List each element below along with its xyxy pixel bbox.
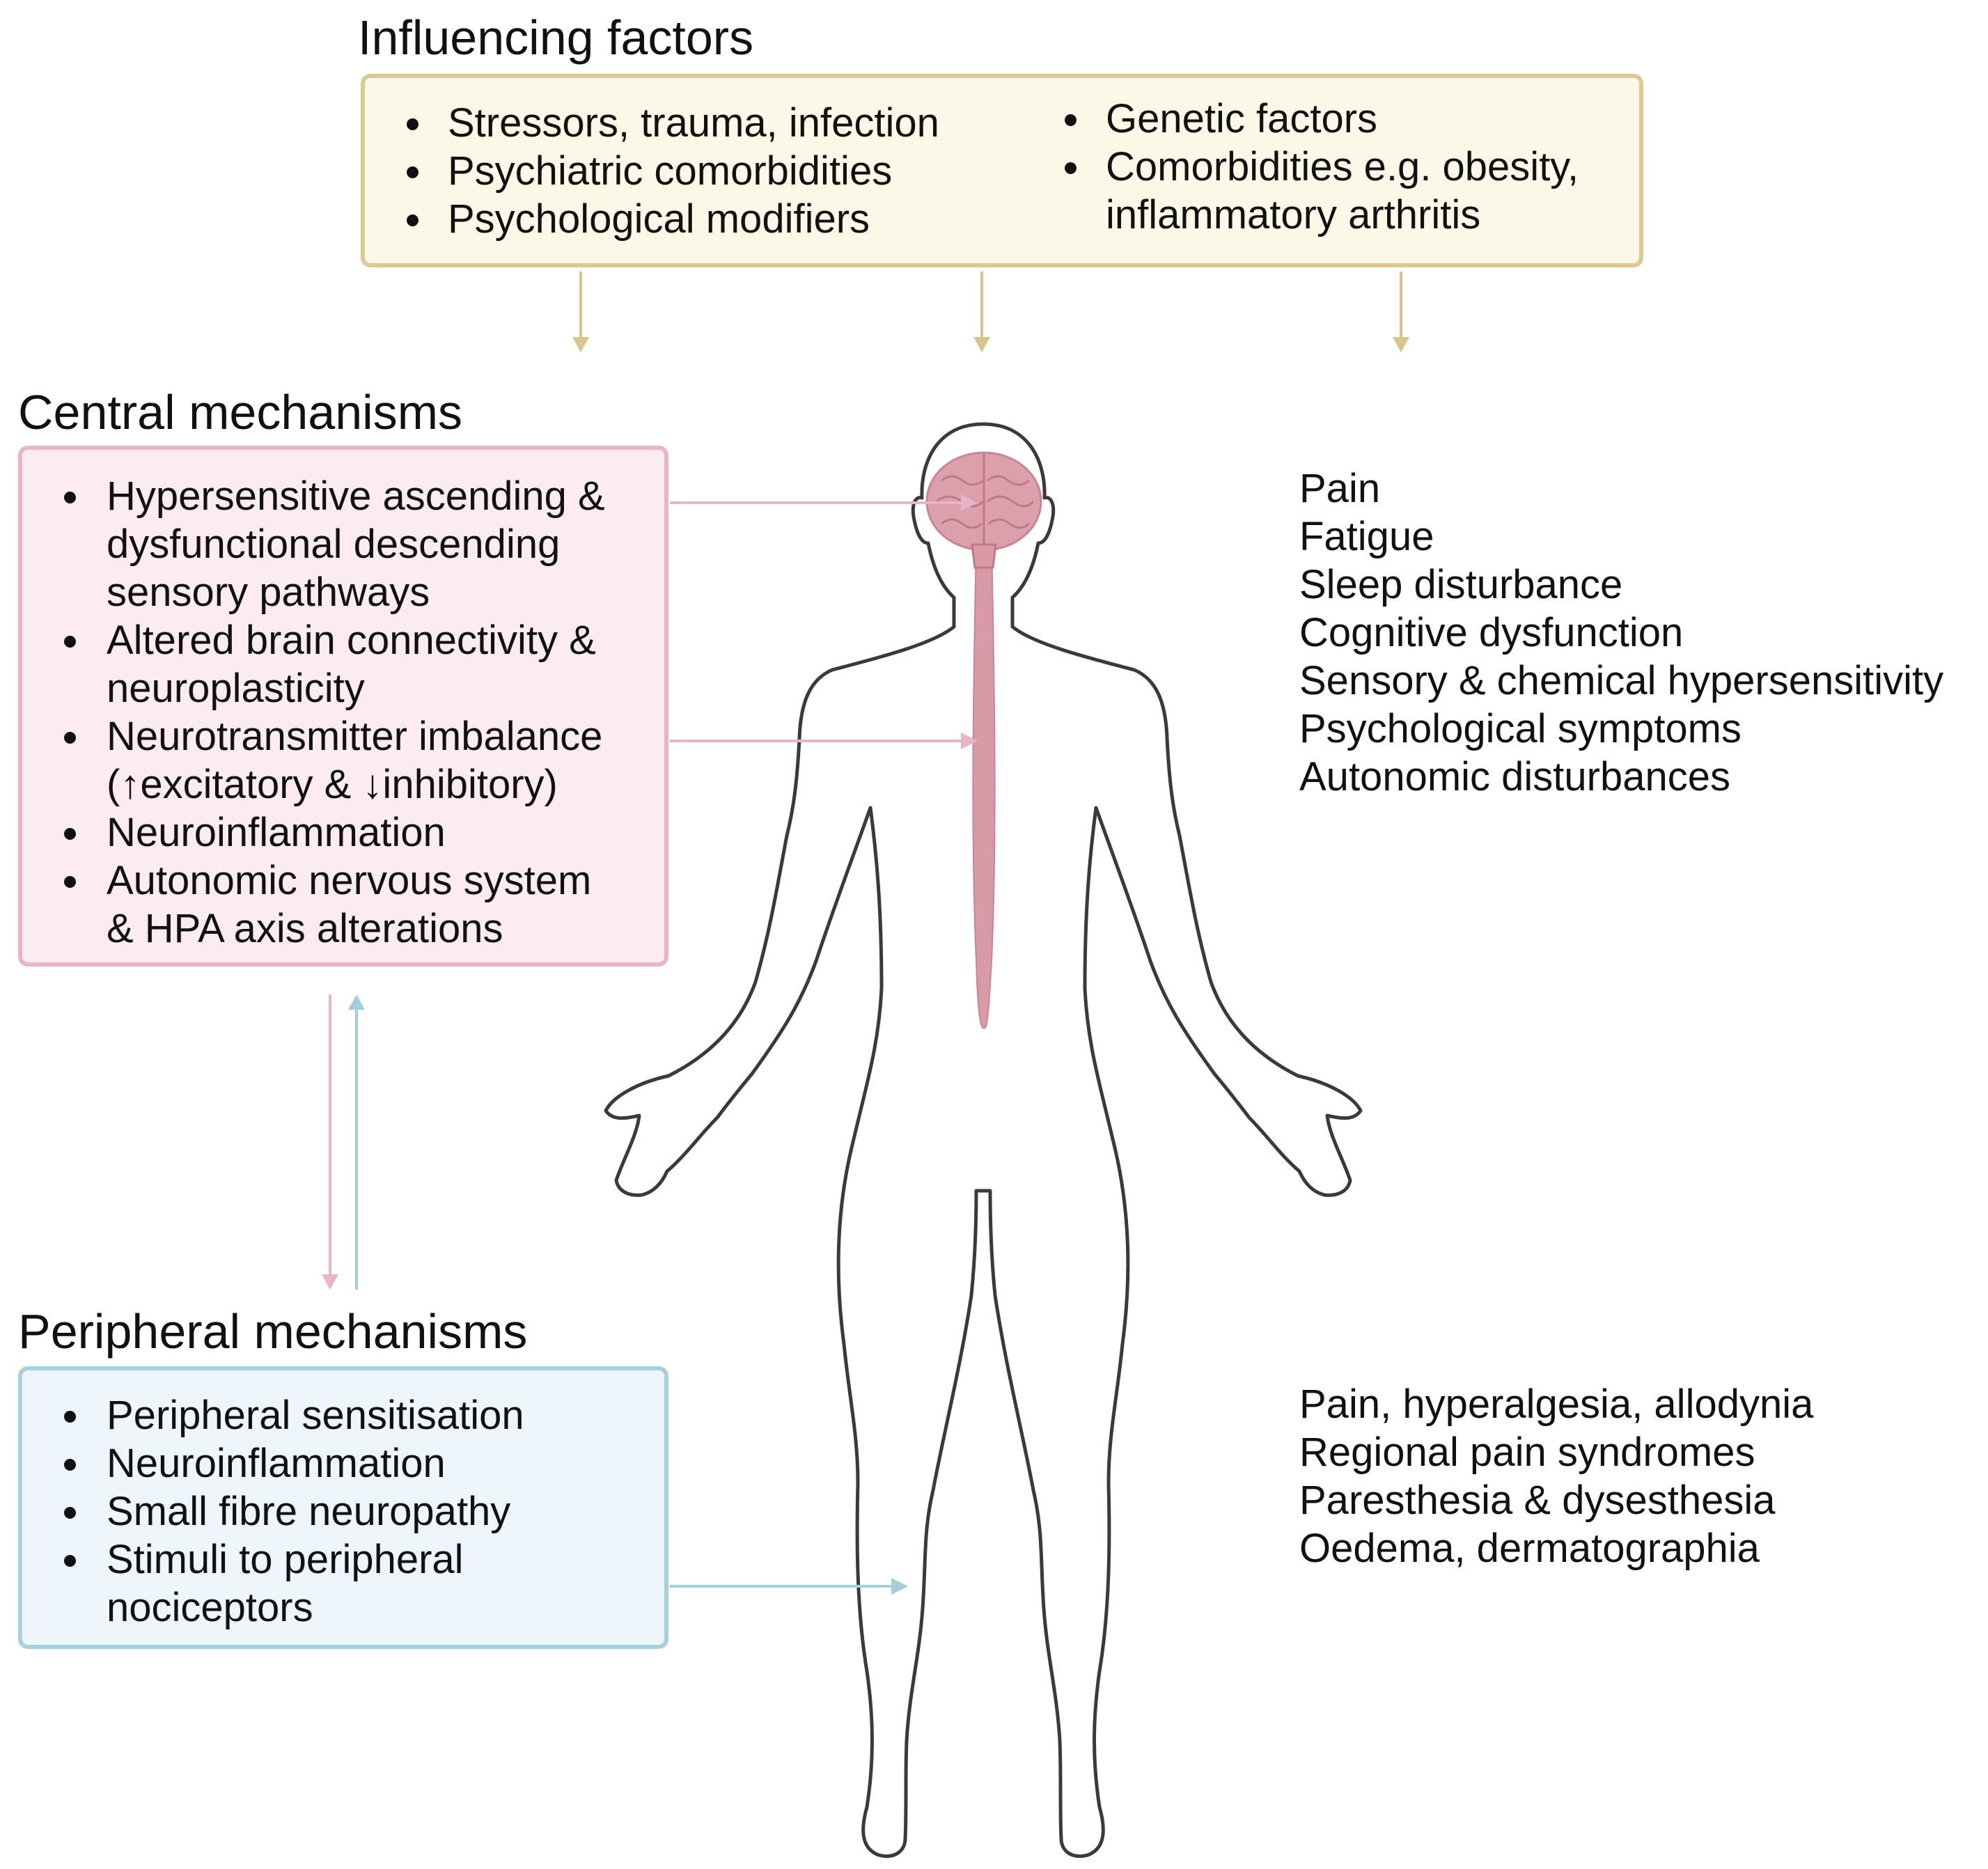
list-item: Psychological symptoms <box>1299 706 1742 751</box>
list-item: Comorbidities e.g. obesity, inflammatory… <box>1023 143 1622 239</box>
list-item: Stimuli to peripheral nociceptors <box>22 1535 628 1632</box>
brain-icon <box>925 451 1042 569</box>
central-box: Hypersensitive ascending & dysfunctional… <box>18 446 668 967</box>
list-item: Peripheral sensitisation <box>22 1391 628 1439</box>
influencing-left-list: Stressors, trauma, infection Psychiatric… <box>365 99 1040 243</box>
list-item: Pain <box>1299 466 1381 511</box>
influencing-box: Stressors, trauma, infection Psychiatric… <box>361 74 1643 267</box>
peripheral-list: Peripheral sensitisation Neuroinflammati… <box>22 1391 628 1632</box>
list-item: Stressors, trauma, infection <box>365 99 1040 147</box>
list-item: Altered brain connectivity & neuroplasti… <box>22 616 628 712</box>
spinal-cord <box>972 542 996 1029</box>
list-item: Small fibre neuropathy <box>22 1487 628 1535</box>
list-item: Paresthesia & dysesthesia <box>1299 1478 1776 1523</box>
peripheral-heading: Peripheral mechanisms <box>18 1304 528 1359</box>
list-item: Psychological modifiers <box>365 195 1040 243</box>
peripheral-box: Peripheral sensitisation Neuroinflammati… <box>18 1366 668 1649</box>
list-item: Hypersensitive ascending & dysfunctional… <box>22 472 628 616</box>
list-item: Cognitive dysfunction <box>1299 610 1684 655</box>
list-item: Sensory & chemical hypersensitivity <box>1299 658 1944 703</box>
list-item: Oedema, dermatographia <box>1299 1526 1760 1571</box>
influencing-right-list: Genetic factors Comorbidities e.g. obesi… <box>1023 95 1622 239</box>
central-list: Hypersensitive ascending & dysfunctional… <box>22 472 628 953</box>
list-item: Genetic factors <box>1023 95 1622 143</box>
list-item: Pain, hyperalgesia, allodynia <box>1299 1382 1814 1427</box>
influencing-heading: Influencing factors <box>358 10 754 65</box>
central-arrows <box>322 494 978 1290</box>
list-item: Neuroinflammation <box>22 808 628 857</box>
list-item: Autonomic disturbances <box>1299 754 1730 799</box>
peripheral-outcomes-list: Pain, hyperalgesia, allodynia Regional p… <box>1299 1380 1813 1572</box>
central-heading: Central mechanisms <box>18 385 462 439</box>
influencing-arrows <box>572 272 1409 352</box>
list-item: Autonomic nervous system & HPA axis alte… <box>22 857 628 953</box>
list-item: Regional pain syndromes <box>1299 1430 1755 1475</box>
list-item: Fatigue <box>1299 514 1434 559</box>
list-item: Psychiatric comorbidities <box>365 147 1040 195</box>
peripheral-arrows <box>348 994 908 1595</box>
list-item: Sleep disturbance <box>1299 562 1623 607</box>
list-item: Neuroinflammation <box>22 1439 628 1487</box>
list-item: Neurotransmitter imbalance (↑excitatory … <box>22 712 628 808</box>
central-outcomes-list: Pain Fatigue Sleep disturbance Cognitive… <box>1299 464 1943 801</box>
